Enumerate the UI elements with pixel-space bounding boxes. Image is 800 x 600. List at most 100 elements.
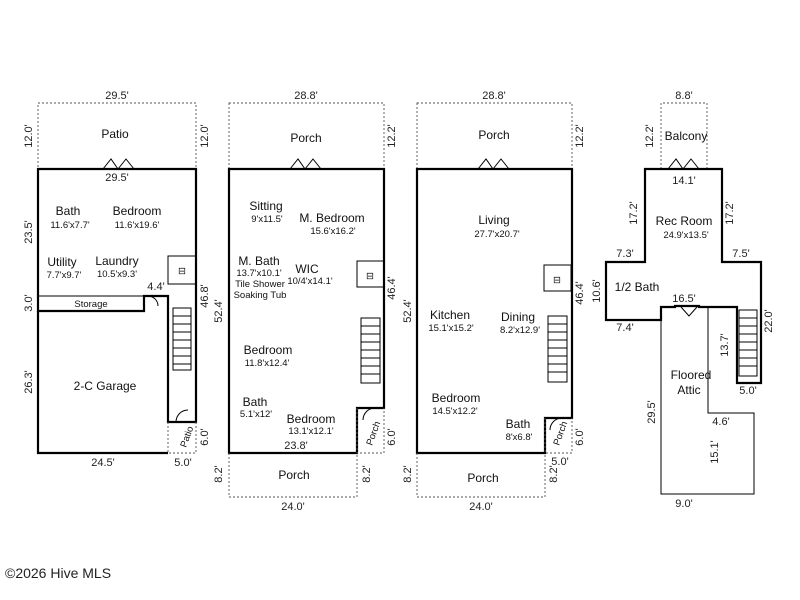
room-wic: WIC bbox=[295, 262, 319, 276]
room-side-porch: Porch bbox=[364, 420, 383, 447]
dim-right-porch-low: 8.2' bbox=[361, 465, 373, 482]
room-laundry-size: 10.5'x9.3' bbox=[97, 269, 137, 280]
room-side-porch: Porch bbox=[551, 420, 570, 447]
dim-bottom: 24.0' bbox=[469, 501, 493, 513]
dim-inner-top: 29.5' bbox=[105, 172, 129, 184]
room-living: Living bbox=[478, 213, 509, 227]
room-attic-line1: Floored bbox=[671, 368, 712, 382]
dim-right-main: 46.8' bbox=[199, 284, 211, 308]
dim-left-porch: 8.2' bbox=[213, 465, 225, 482]
side-porch-outline bbox=[544, 418, 573, 454]
door-swing-icon bbox=[362, 407, 376, 421]
dim-bottom-patio: 5.0' bbox=[174, 457, 191, 469]
dim-left-porch: 8.2' bbox=[402, 465, 414, 482]
dim-wing-right: 7.5' bbox=[732, 248, 749, 260]
dim-left-storage: 3.0' bbox=[23, 294, 35, 311]
dim-bottom-garage: 24.5' bbox=[91, 457, 115, 469]
dim-top: 29.5' bbox=[105, 90, 129, 102]
room-porch-bottom: Porch bbox=[278, 468, 309, 482]
door-swing-icon bbox=[680, 306, 698, 317]
room-laundry: Laundry bbox=[95, 254, 138, 268]
dim-stair-left: 13.7' bbox=[719, 333, 731, 357]
side-patio-outline bbox=[167, 422, 197, 454]
room-bedroom-2: Bedroom bbox=[287, 412, 336, 426]
room-sitting: Sitting bbox=[249, 199, 282, 213]
dim-attic-left: 29.5' bbox=[646, 400, 658, 424]
room-garage: 2-C Garage bbox=[74, 379, 137, 393]
room-mbed-size: 15.6'x16.2' bbox=[310, 226, 356, 237]
door-swing-icon bbox=[549, 417, 563, 431]
svg-text:⊟: ⊟ bbox=[553, 275, 561, 286]
dim-bottom: 24.0' bbox=[281, 501, 305, 513]
room-sitting-size: 9'x11.5' bbox=[251, 214, 283, 225]
dim-wing-left: 7.3' bbox=[616, 248, 633, 260]
room-bath-size: 11.6'x7.7' bbox=[50, 220, 90, 231]
room-kitchen: Kitchen bbox=[430, 308, 470, 322]
room-bath: Bath bbox=[56, 204, 81, 218]
upper-walls bbox=[604, 167, 763, 385]
dim-wing-height: 10.6' bbox=[591, 279, 603, 303]
fireplace-icon bbox=[356, 260, 385, 288]
stair-icon bbox=[547, 315, 568, 383]
room-rec: Rec Room bbox=[656, 214, 713, 228]
balcony-outline bbox=[660, 102, 708, 169]
room-mbed: M. Bedroom bbox=[299, 211, 364, 225]
dim-right-main: 46.4' bbox=[386, 276, 398, 300]
storage-wall bbox=[37, 295, 145, 312]
dim-inner-bottom: 23.8' bbox=[284, 440, 308, 452]
room-attic-line2: Attic bbox=[677, 383, 700, 397]
room-utility-size: 7.7'x9.7' bbox=[47, 270, 82, 281]
dim-left-main: 52.4' bbox=[402, 299, 414, 323]
porch-top-outline bbox=[228, 102, 385, 170]
room-bedroom: Bedroom bbox=[432, 391, 481, 405]
room-bedroom-2-size: 13.1'x12.1' bbox=[288, 426, 334, 437]
room-soaking-tub: Soaking Tub bbox=[234, 290, 287, 301]
room-half-bath: 1/2 Bath bbox=[615, 280, 660, 294]
attic-outline bbox=[660, 307, 755, 495]
dim-side-porch: 6.0' bbox=[386, 428, 398, 445]
dim-right-main: 46.4' bbox=[574, 281, 586, 305]
plan-master-level: ⊟ 28.8' 12.2' 52.4' 46.4' 23.8' 6.0' 24.… bbox=[213, 90, 398, 513]
svg-text:⊟: ⊟ bbox=[178, 266, 186, 277]
porch-door-icon bbox=[477, 158, 510, 170]
plan-ground-level: ⊟ 29.5' 29.5' 12.0' 12.0' 23.5' 3.0' 26.… bbox=[23, 90, 211, 469]
dim-balcony-left: 12.2' bbox=[644, 124, 656, 148]
balcony-door-icon bbox=[667, 158, 700, 170]
dim-stair-bottom: 5.0' bbox=[739, 385, 756, 397]
room-storage: Storage bbox=[74, 299, 107, 310]
dim-top: 28.8' bbox=[294, 90, 318, 102]
room-rec-size: 24.9'x13.5' bbox=[663, 230, 709, 241]
room-dining-size: 8.2'x12.9' bbox=[500, 325, 540, 336]
room-bath-size: 8'x6.8' bbox=[506, 432, 533, 443]
room-mbath-size: 13.7'x10.1' bbox=[236, 268, 282, 279]
room-bedroom-1: Bedroom bbox=[244, 343, 293, 357]
room-bedroom-1-size: 11.8'x12.4' bbox=[245, 358, 290, 369]
dim-right-porch-low: 8.2' bbox=[548, 465, 560, 482]
stair-icon bbox=[738, 309, 758, 377]
room-bedroom-size: 11.6'x19.6' bbox=[115, 220, 160, 231]
room-mbath: M. Bath bbox=[238, 254, 279, 268]
room-porch-top: Porch bbox=[290, 131, 321, 145]
plan-living-level: ⊟ 28.8' 12.2' 52.4' 46.4' 6.0' 5.0' 24.0… bbox=[402, 90, 586, 513]
dim-wing-bottom: 7.4' bbox=[616, 322, 633, 334]
porch-door-icon bbox=[289, 158, 322, 170]
door-swing-icon bbox=[175, 409, 189, 423]
patio-door-icon bbox=[102, 158, 135, 170]
dim-rec-top: 14.1' bbox=[672, 175, 696, 187]
fireplace-icon bbox=[167, 255, 197, 285]
room-bath-size: 5.1'x12' bbox=[240, 409, 272, 420]
dim-notch: 4.4' bbox=[147, 281, 164, 293]
porch-bottom-outline bbox=[416, 453, 546, 498]
room-dining: Dining bbox=[501, 310, 535, 324]
porch-bottom-outline bbox=[228, 453, 358, 498]
stair-icon bbox=[172, 307, 192, 371]
room-porch-bottom: Porch bbox=[467, 471, 498, 485]
room-kitchen-size: 15.1'x15.2' bbox=[428, 323, 474, 334]
room-utility: Utility bbox=[47, 255, 76, 269]
dim-attic-bottom: 9.0' bbox=[675, 498, 692, 510]
porch-top-outline bbox=[416, 102, 573, 170]
room-patio: Patio bbox=[101, 127, 129, 141]
dim-attic-notch: 4.6' bbox=[712, 416, 729, 428]
dim-right-patio: 12.0' bbox=[199, 124, 211, 148]
